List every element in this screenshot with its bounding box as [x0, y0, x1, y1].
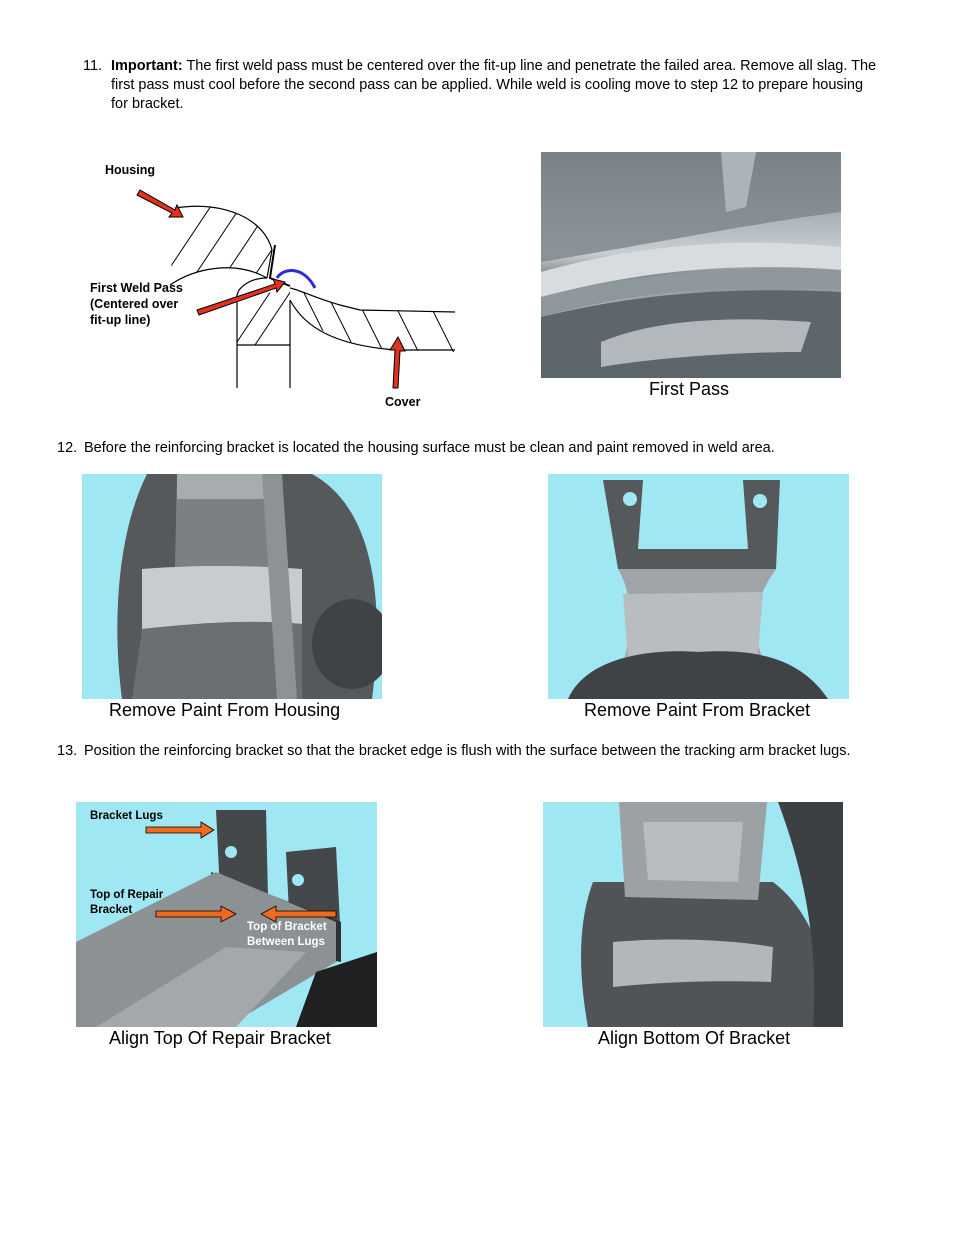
- step-number: 11.: [83, 58, 103, 74]
- weld-arrow: [196, 278, 286, 316]
- step-text: Position the reinforcing bracket so that…: [84, 743, 851, 759]
- top-of-bracket-between-lugs-line-1: Top of Bracket: [247, 921, 327, 933]
- align-top-photo: Bracket Lugs Top of Repair Bracket Top o…: [76, 802, 377, 1027]
- step-11: 11. Important: The first weld pass must …: [83, 57, 883, 114]
- step-text: Before the reinforcing bracket is locate…: [84, 440, 775, 456]
- step-12: 12. Before the reinforcing bracket is lo…: [57, 439, 907, 458]
- step-number: 13.: [57, 743, 78, 759]
- first-pass-photo: [541, 152, 841, 378]
- cover-label: Cover: [385, 395, 421, 409]
- housing-arrow: [136, 189, 184, 218]
- top-of-bracket-arrow: [260, 905, 337, 923]
- first-weld-pass-label: First Weld Pass (Centered over fit-up li…: [90, 280, 183, 328]
- top-of-bracket-between-lugs-line-2: Between Lugs: [247, 936, 325, 948]
- step-number: 12.: [57, 440, 78, 456]
- first-weld-pass-label-line-1: First Weld Pass: [90, 281, 183, 295]
- remove-paint-bracket-photo: [548, 474, 849, 699]
- bracket-lugs-arrow: [145, 821, 215, 839]
- weld-diagram: Housing First Weld Pass (Centered over f…: [85, 160, 465, 415]
- bracket-lugs-label: Bracket Lugs: [90, 810, 163, 822]
- remove-paint-housing-photo: [82, 474, 382, 699]
- important-lead: Important:: [111, 58, 183, 74]
- remove-paint-housing-caption: Remove Paint From Housing: [109, 700, 341, 720]
- top-of-repair-arrow: [155, 905, 237, 923]
- remove-paint-bracket-caption: Remove Paint From Bracket: [584, 700, 811, 720]
- first-weld-pass-label-line-3: fit-up line): [90, 313, 151, 327]
- top-of-repair-bracket-line-2: Bracket: [90, 904, 133, 916]
- top-of-bracket-between-lugs-label: Top of Bracket Between Lugs: [247, 920, 327, 950]
- step-13: 13. Position the reinforcing bracket so …: [57, 742, 887, 761]
- top-of-repair-bracket-label: Top of Repair Bracket: [90, 888, 163, 918]
- step-text: Important: The first weld pass must be c…: [111, 57, 883, 114]
- align-bottom-photo: [543, 802, 843, 1027]
- align-bottom-caption: Align Bottom Of Bracket: [598, 1028, 791, 1048]
- align-top-caption: Align Top Of Repair Bracket: [109, 1028, 331, 1048]
- step-11-body: The first weld pass must be centered ove…: [111, 58, 877, 112]
- first-pass-caption: First Pass: [649, 379, 730, 399]
- cover-arrow: [389, 335, 406, 389]
- align-top-arrows: [145, 821, 337, 923]
- weld-cross-section-drawing: [136, 189, 456, 389]
- housing-label: Housing: [105, 163, 155, 177]
- first-weld-pass-label-line-2: (Centered over: [90, 297, 179, 311]
- top-of-repair-bracket-line-1: Top of Repair: [90, 889, 164, 901]
